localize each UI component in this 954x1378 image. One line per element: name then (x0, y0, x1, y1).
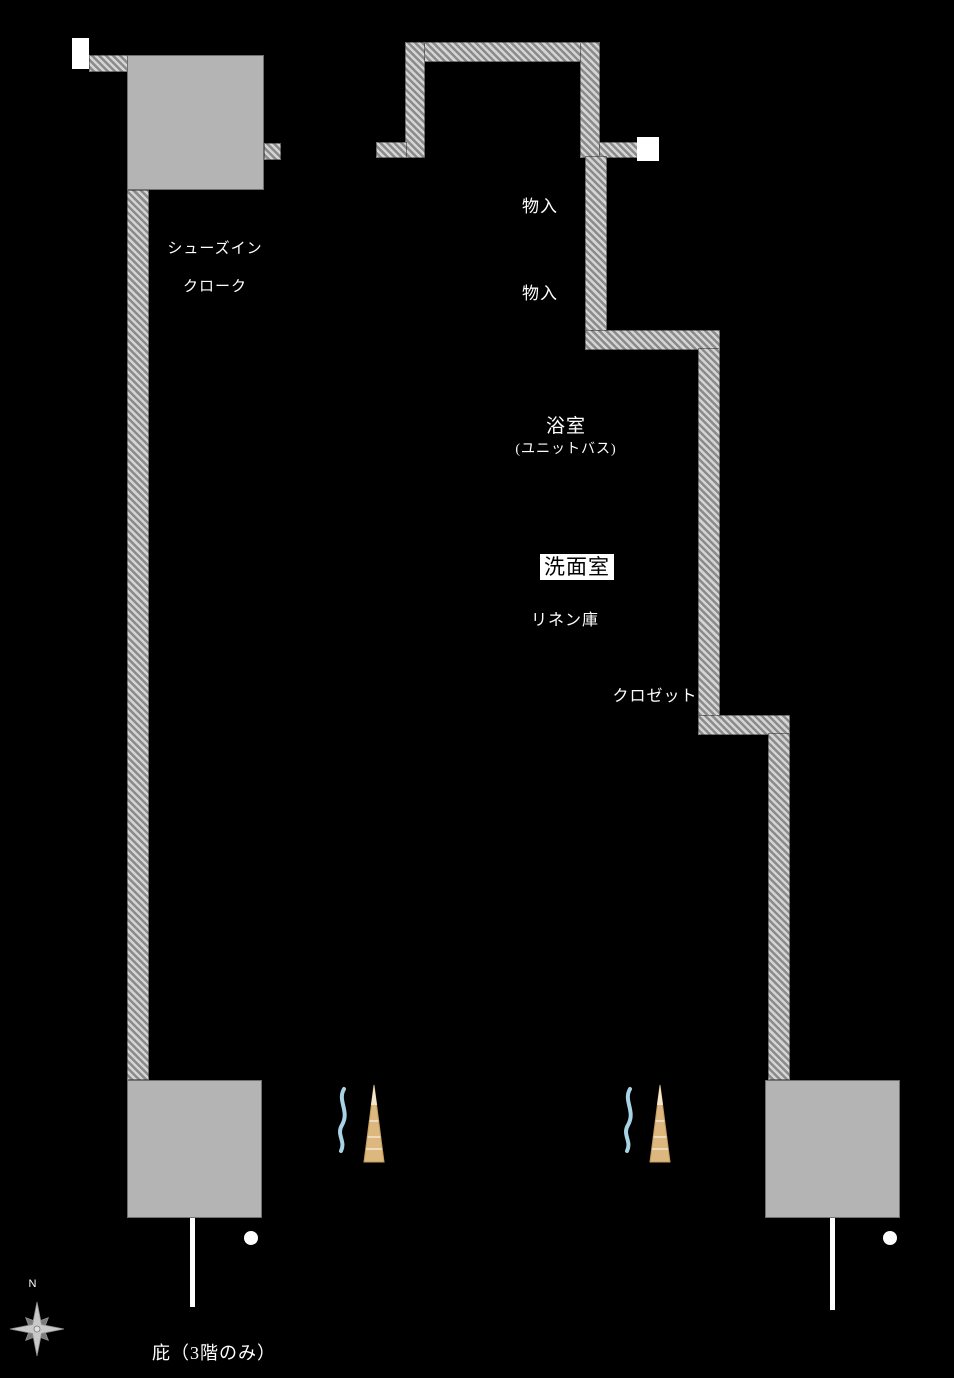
post-dot-right (883, 1231, 897, 1245)
wall-segment (89, 55, 129, 72)
room-label-storage-upper: 物入 (522, 197, 558, 216)
wall-segment (264, 143, 281, 160)
wall-segment (127, 190, 149, 1080)
room-label-linen: リネン庫 (530, 612, 599, 629)
wall-segment (585, 330, 720, 350)
room-label-closet: クロゼット (612, 688, 698, 705)
room-label-shoes-in-cloak-line2: クローク (182, 279, 247, 295)
pillar-block-top-left (127, 55, 264, 190)
room-label-washroom-wrap: 洗面室 (477, 554, 677, 580)
room-label-storage-lower: 物入 (522, 284, 558, 303)
pillar-block-bottom-right (765, 1080, 900, 1218)
steam-cone-icon (624, 1084, 671, 1163)
wall-segment (405, 42, 425, 158)
pillar-block-bottom-left (127, 1080, 262, 1218)
wall-segment (698, 348, 720, 718)
room-label-shoes-in-cloak-line1: シューズイン (167, 241, 263, 257)
wall-segment (698, 715, 790, 735)
wall-segment (405, 42, 600, 62)
wall-segment (580, 42, 600, 158)
wall-segment (768, 733, 790, 1080)
room-label-washroom: 洗面室 (540, 554, 614, 580)
opening-marker-top-left (72, 38, 89, 69)
steam-cone-icon (338, 1084, 385, 1163)
compass-rose-icon (9, 1301, 65, 1357)
annotation-eaves: 庇（3階のみ） (152, 1343, 276, 1363)
room-label-bathroom-line1: 浴室 (545, 416, 586, 437)
opening-marker-top-right (637, 137, 659, 161)
eaves-line-left (190, 1218, 195, 1307)
eaves-line-right (830, 1218, 835, 1310)
wall-segment (376, 142, 407, 158)
compass-north-label: N (28, 1278, 38, 1290)
post-dot-left (244, 1231, 258, 1245)
wall-segment (585, 156, 607, 333)
wall-segment (599, 142, 638, 158)
room-label-bathroom-line2: (ユニットバス) (515, 442, 617, 457)
